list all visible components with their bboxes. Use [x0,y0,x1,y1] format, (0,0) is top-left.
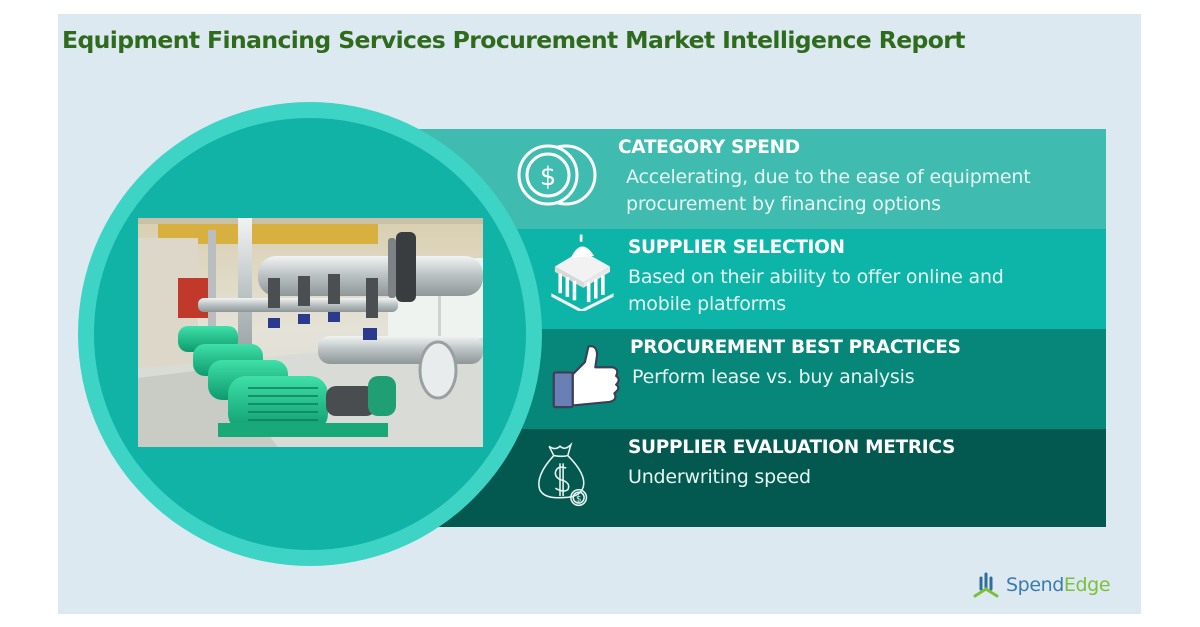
section-heading: CATEGORY SPEND [618,137,800,158]
section-supplier-evaluation-metrics: $ SUPPLIER EVALUATION METRICS Underwriti… [418,429,1106,527]
coins-dollar-icon: $ [517,144,597,206]
money-bag-icon: $ [538,441,588,507]
section-heading: SUPPLIER SELECTION [628,237,845,258]
section-category-spend: $ CATEGORY SPEND Accelerating, due to th… [418,129,1106,229]
svg-text:$: $ [576,494,581,504]
logo-edge: Edge [1063,574,1111,596]
pump-room-illustration [138,218,483,447]
logo-spend: Spend [1006,574,1064,596]
spendedge-logo: SpendEdge [972,570,1111,600]
pump-room-photo [138,218,483,447]
section-description: Underwriting speed [628,466,811,488]
svg-text:$: $ [540,162,557,192]
section-description: Based on their ability to offer online a… [628,266,1004,315]
infographic-canvas: Equipment Financing Services Procurement… [58,14,1141,614]
report-title: Equipment Financing Services Procurement… [62,26,966,54]
thumbs-up-icon [552,345,620,409]
spendedge-logo-icon [973,572,999,598]
section-description: Accelerating, due to the ease of equipme… [626,166,1031,215]
section-description: Perform lease vs. buy analysis [632,366,915,388]
section-heading: SUPPLIER EVALUATION METRICS [628,437,956,458]
section-heading: PROCUREMENT BEST PRACTICES [630,337,961,358]
logo-wordmark: SpendEdge [1006,574,1111,596]
bank-building-icon [551,234,614,311]
